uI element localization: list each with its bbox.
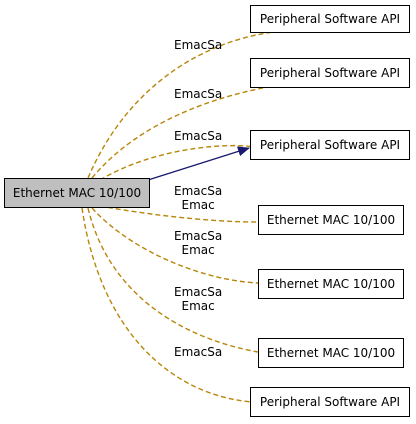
edge-label-6: EmacSa Emac [174, 285, 222, 313]
node-peripheral-software-api-2[interactable]: Peripheral Software API [250, 58, 410, 88]
edge-label-text: Emac [181, 299, 215, 313]
edge-to-ethernet-mac-2 [91, 207, 259, 284]
node-ethernet-mac-2[interactable]: Ethernet MAC 10/100 [258, 269, 404, 299]
edge-label-text: EmacSa [174, 129, 223, 143]
edge-label-text: EmacSa [174, 345, 223, 359]
edge-label-4: EmacSa Emac [174, 184, 222, 212]
edge-label-text: EmacSa [174, 184, 223, 198]
node-peripheral-software-api-1[interactable]: Peripheral Software API [250, 5, 410, 33]
node-peripheral-software-api-3[interactable]: Peripheral Software API [250, 130, 410, 160]
edge-to-peripheral-api-1 [87, 31, 275, 179]
edge-label-5: EmacSa Emac [174, 229, 222, 257]
edge-label-text: EmacSa [174, 285, 223, 299]
edge-label-3: EmacSa [174, 129, 222, 143]
edge-to-peripheral-api-2 [91, 85, 275, 179]
edge-label-text: Emac [181, 243, 215, 257]
edge-label-text: EmacSa [174, 38, 223, 52]
center-node-ethernet-mac: Ethernet MAC 10/100 [4, 178, 150, 208]
edge-label-7: EmacSa [174, 345, 222, 359]
edge-to-peripheral-api-4 [81, 207, 253, 403]
node-ethernet-mac-1[interactable]: Ethernet MAC 10/100 [258, 205, 404, 235]
edge-label-text: EmacSa [174, 87, 223, 101]
edge-label-text: EmacSa [174, 229, 223, 243]
edge-to-peripheral-api-3-dashed [99, 144, 257, 181]
edge-label-1: EmacSa [174, 38, 222, 52]
edge-to-ethernet-mac-3 [87, 207, 259, 353]
edge-label-2: EmacSa [174, 87, 222, 101]
edge-label-text: Emac [181, 198, 215, 212]
edge-to-peripheral-api-3-solid [147, 146, 250, 181]
node-ethernet-mac-3[interactable]: Ethernet MAC 10/100 [258, 338, 404, 368]
node-peripheral-software-api-4[interactable]: Peripheral Software API [250, 387, 410, 417]
edge-to-ethernet-mac-1 [99, 205, 259, 223]
